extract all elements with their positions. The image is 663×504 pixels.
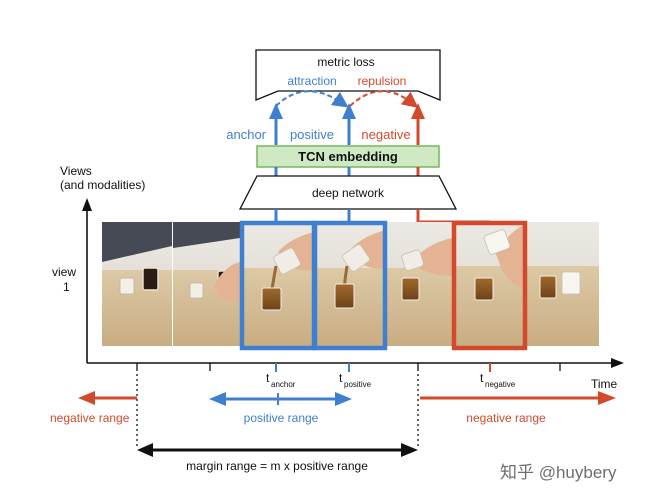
svg-text:t: t [339,371,343,385]
video-frames [102,222,599,346]
frame-3-anchor-pouring [241,222,314,346]
negative-range-left-label: negative range [50,411,130,425]
svg-text:t: t [480,371,484,385]
time-axis-label: Time [591,377,618,391]
attraction-arc [275,90,349,108]
metric-loss-box: metric loss attraction repulsion [255,49,441,101]
svg-text:positive: positive [344,380,372,389]
views-label-line1: Views [60,164,92,178]
negative-range-right-label: negative range [466,411,546,425]
negative-frame-highlight [451,220,528,351]
svg-text:anchor: anchor [271,380,296,389]
anchor-arrow [269,103,283,145]
margin-range: margin range = m x positive range [137,443,418,473]
negative-range-right: negative range [420,391,616,425]
t-negative-label: t negative [480,371,516,389]
t-positive-label: t positive [339,371,372,389]
svg-text:negative: negative [485,380,516,389]
metric-loss-label: metric loss [317,55,374,69]
frame-6-negative-cup-raised [452,222,526,346]
negative-range-left: negative range [50,391,137,425]
views-label-line2: (and modalities) [60,178,145,192]
anchor-label: anchor [226,127,266,142]
view-number: 1 [63,280,70,294]
watermark: 知乎 @huybery [500,463,617,482]
tcn-embedding-label: TCN embedding [298,149,398,164]
frame-1-empty-cup-and-coffee [102,222,172,346]
positive-frame-highlight [312,220,388,351]
deep-network-box: deep network [238,175,458,210]
attraction-label: attraction [287,74,336,88]
deep-network-label: deep network [312,186,385,200]
repulsion-label: repulsion [358,74,407,88]
positive-range-label: positive range [244,411,319,425]
positive-label: positive [290,127,334,142]
repulsion-arc [349,90,419,108]
t-anchor-label: t anchor [266,371,296,389]
positive-arrow [342,103,356,145]
frame-5-hand-lifts-cup [387,222,452,346]
time-ticks [136,363,561,371]
frame-2-hand-grabs-cup [173,222,240,346]
negative-arrow [411,103,425,145]
frame-7-final-two-cups [527,222,599,346]
frame-4-positive-pouring [314,222,386,346]
tcn-embedding-box: TCN embedding [256,145,440,168]
margin-range-label: margin range = m x positive range [186,459,368,473]
negative-label: negative [361,127,410,142]
positive-range: positive range [209,392,352,425]
svg-text:t: t [266,371,270,385]
view-label: view [52,265,76,279]
